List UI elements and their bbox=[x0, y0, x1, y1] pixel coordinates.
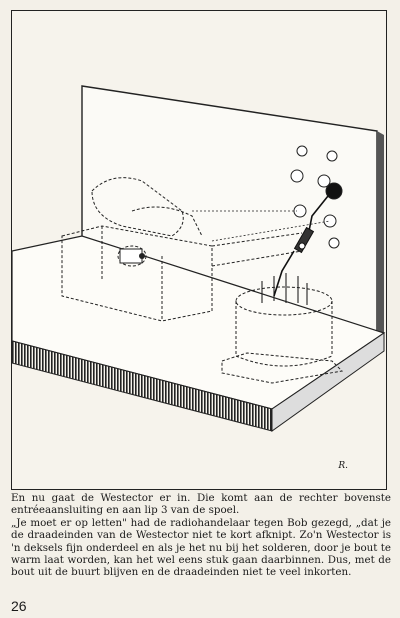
artist-signature: R. bbox=[338, 461, 348, 471]
back-panel-edge bbox=[377, 131, 384, 333]
baseboard-side bbox=[271, 332, 385, 432]
caption-paragraph: En nu gaat de Westector er in. Die komt … bbox=[11, 492, 391, 517]
westector bbox=[293, 226, 315, 254]
radio-assembly-illustration bbox=[12, 85, 386, 432]
illustration-frame: R. bbox=[11, 10, 387, 490]
caption-paragraph: „Je moet er op letten" had de radiohande… bbox=[11, 516, 391, 579]
page-number: 26 bbox=[11, 598, 27, 614]
coil-form bbox=[221, 286, 344, 384]
variable-capacitor bbox=[61, 177, 303, 322]
caption-text: En nu gaat de Westector er in. Die komt … bbox=[11, 492, 391, 579]
wiring-lines bbox=[192, 210, 331, 242]
coil-pins bbox=[261, 273, 308, 305]
panel-terminals bbox=[290, 145, 343, 249]
capacitor-shaft bbox=[119, 248, 145, 264]
